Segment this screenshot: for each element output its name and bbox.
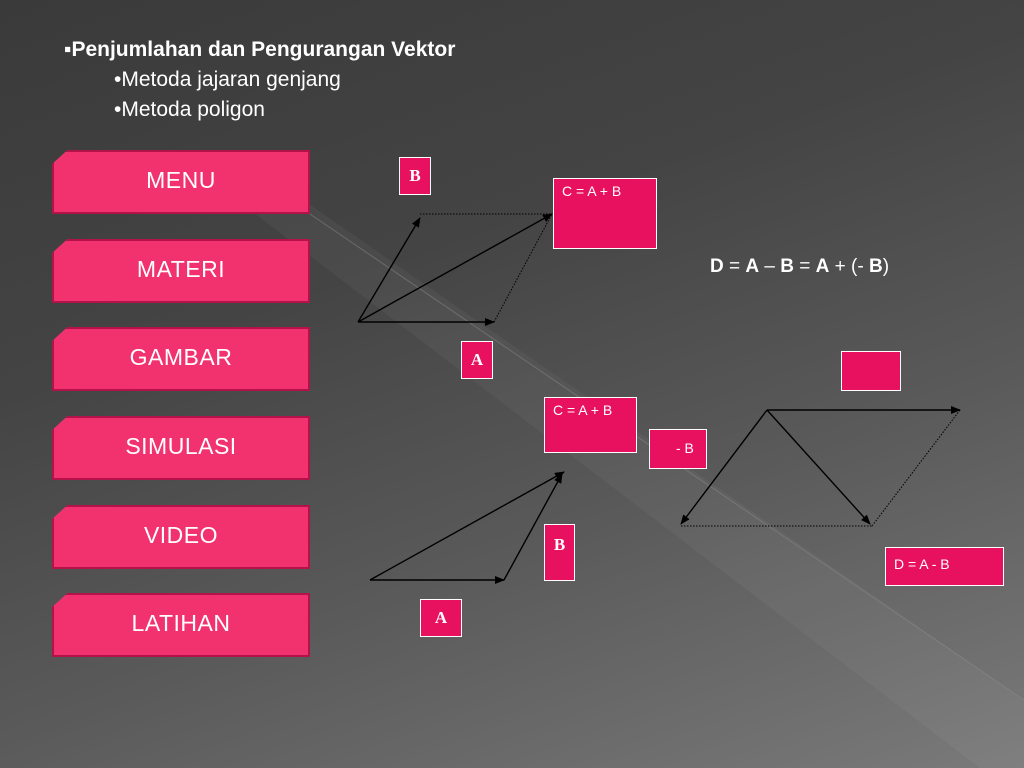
dotted-side (871, 409, 961, 527)
label-c-mid: C = A + B (544, 397, 637, 453)
empty-label-box (841, 351, 901, 391)
bullet-item: •Metoda jajaran genjang (114, 68, 341, 91)
menu-button-video[interactable]: VIDEO (52, 505, 310, 569)
label-a-bottom: A (420, 599, 462, 637)
square-bullet-icon: ▪ (64, 38, 72, 61)
label-c-top: C = A + B (553, 178, 657, 249)
vector-d-arrow (766, 409, 871, 525)
menu-button-label: LATIHAN (131, 609, 231, 636)
polygon-diagram (369, 471, 565, 584)
vector-c-arrow (369, 471, 565, 581)
menu-button-label: VIDEO (143, 521, 219, 548)
menu-button-label: MATERI (136, 255, 226, 282)
dotted-side (493, 213, 553, 323)
subtraction-diagram (680, 406, 961, 527)
menu-button-label: SIMULASI (125, 432, 237, 459)
subtraction-formula: D = A – B = A + (- B) (710, 256, 890, 277)
menu-button-materi[interactable]: MATERI (52, 239, 310, 303)
menu-button-simulasi[interactable]: SIMULASI (52, 416, 310, 480)
menu-button-gambar[interactable]: GAMBAR (52, 327, 310, 391)
heading-title: ▪Penjumlahan dan Pengurangan Vektor (64, 38, 456, 61)
label-neg-b: - B (649, 429, 707, 469)
label-b-top: B (399, 157, 431, 195)
menu-button-latihan[interactable]: LATIHAN (52, 593, 310, 657)
parallelogram-diagram (357, 213, 553, 326)
vector-c-arrow (357, 213, 553, 323)
menu-button-label: GAMBAR (129, 343, 233, 370)
vector-b-arrow (357, 217, 421, 323)
slide-heading: ▪Penjumlahan dan Pengurangan Vektor •Met… (64, 38, 455, 122)
label-d-result: D = A - B (885, 547, 1004, 586)
menu-button-menu[interactable]: MENU (52, 150, 310, 214)
menu-button-label: MENU (146, 166, 216, 193)
label-a-top: A (461, 341, 493, 379)
label-b-bottom: B (544, 524, 575, 581)
bullet-item: •Metoda poligon (114, 98, 265, 121)
